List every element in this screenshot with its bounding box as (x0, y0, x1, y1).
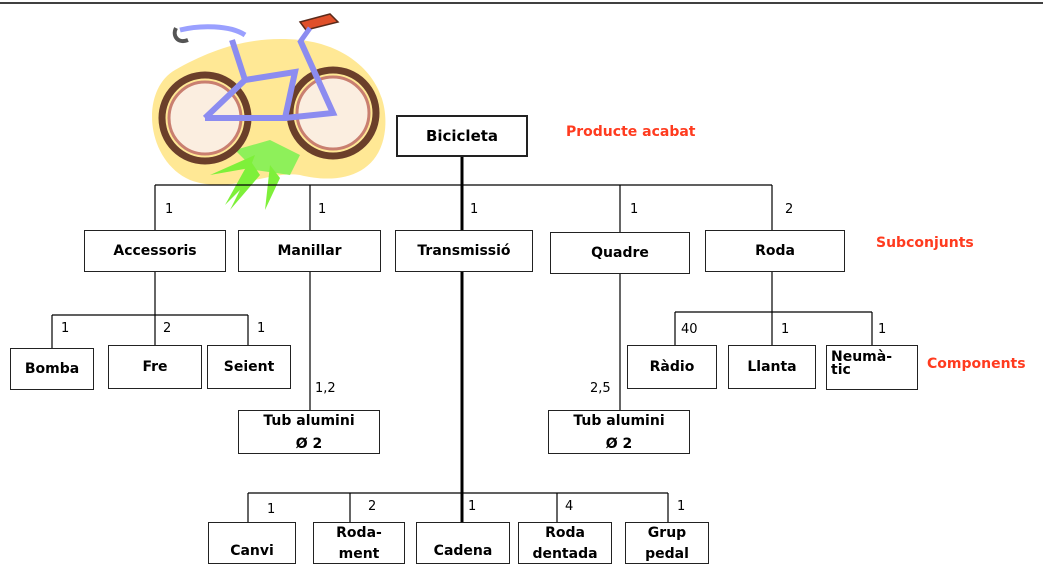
level-label-subassemblies: Subconjunts (876, 235, 974, 251)
tub-alumini-label: Tub alumini (573, 413, 665, 429)
qty-neumatic: 1 (878, 322, 887, 337)
qty-manillar: 1 (318, 202, 327, 217)
node-quadre: Quadre (550, 232, 690, 274)
rodament-line2: ment (338, 546, 380, 562)
level-label-components: Components (927, 356, 1026, 372)
node-fre: Fre (108, 345, 202, 389)
node-roda: Roda (705, 230, 845, 272)
qty-fre: 2 (163, 321, 172, 336)
node-canvi: Canvi (208, 522, 296, 564)
node-transmissio: Transmissió (395, 230, 533, 272)
node-roda-dentada: Roda dentada (518, 522, 612, 564)
node-tub-alumini-quadre: Tub alumini Ø 2 (548, 410, 690, 454)
node-manillar: Manillar (238, 230, 381, 272)
roda-dentada-line2: dentada (532, 546, 598, 562)
grup-pedal-line2: pedal (645, 546, 689, 562)
root-node-bicicleta: Bicicleta (396, 115, 528, 157)
neumatic-line1: Neumà- (831, 349, 893, 365)
node-radio: Ràdio (627, 345, 717, 389)
qty-bomba: 1 (61, 321, 70, 336)
node-neumatic: Neumà- tic (826, 345, 918, 390)
tub-alumini-label: Tub alumini (263, 413, 355, 429)
bicycle-clipart-icon (152, 13, 386, 210)
rodament-line1: Roda- (336, 525, 382, 541)
node-bomba: Bomba (10, 348, 94, 390)
qty-transmissio: 1 (470, 202, 479, 217)
qty-radio: 40 (681, 322, 698, 337)
qty-tub-manillar: 1,2 (315, 381, 336, 396)
node-cadena: Cadena (416, 522, 510, 564)
grup-pedal-line1: Grup (647, 525, 687, 541)
qty-roda: 2 (785, 202, 794, 217)
qty-seient: 1 (257, 321, 266, 336)
qty-cadena: 1 (468, 499, 477, 514)
tub-diameter-label: Ø 2 (605, 436, 633, 452)
tub-diameter-label: Ø 2 (295, 436, 323, 452)
node-accessoris: Accessoris (84, 230, 226, 272)
qty-accessoris: 1 (165, 202, 174, 217)
qty-quadre: 1 (630, 202, 639, 217)
node-grup-pedal: Grup pedal (625, 522, 709, 564)
qty-roda-dentada: 4 (565, 499, 574, 514)
qty-tub-quadre: 2,5 (590, 381, 611, 396)
node-llanta: Llanta (728, 345, 816, 389)
node-tub-alumini-manillar: Tub alumini Ø 2 (238, 410, 380, 454)
node-seient: Seient (207, 345, 291, 389)
level-label-finished: Producte acabat (566, 124, 696, 140)
node-rodament: Roda- ment (313, 522, 405, 564)
qty-canvi: 1 (267, 502, 276, 517)
qty-rodament: 2 (368, 499, 377, 514)
qty-llanta: 1 (781, 322, 790, 337)
qty-grup-pedal: 1 (677, 499, 686, 514)
roda-dentada-line1: Roda (545, 525, 585, 541)
neumatic-line2: tic (831, 362, 851, 378)
